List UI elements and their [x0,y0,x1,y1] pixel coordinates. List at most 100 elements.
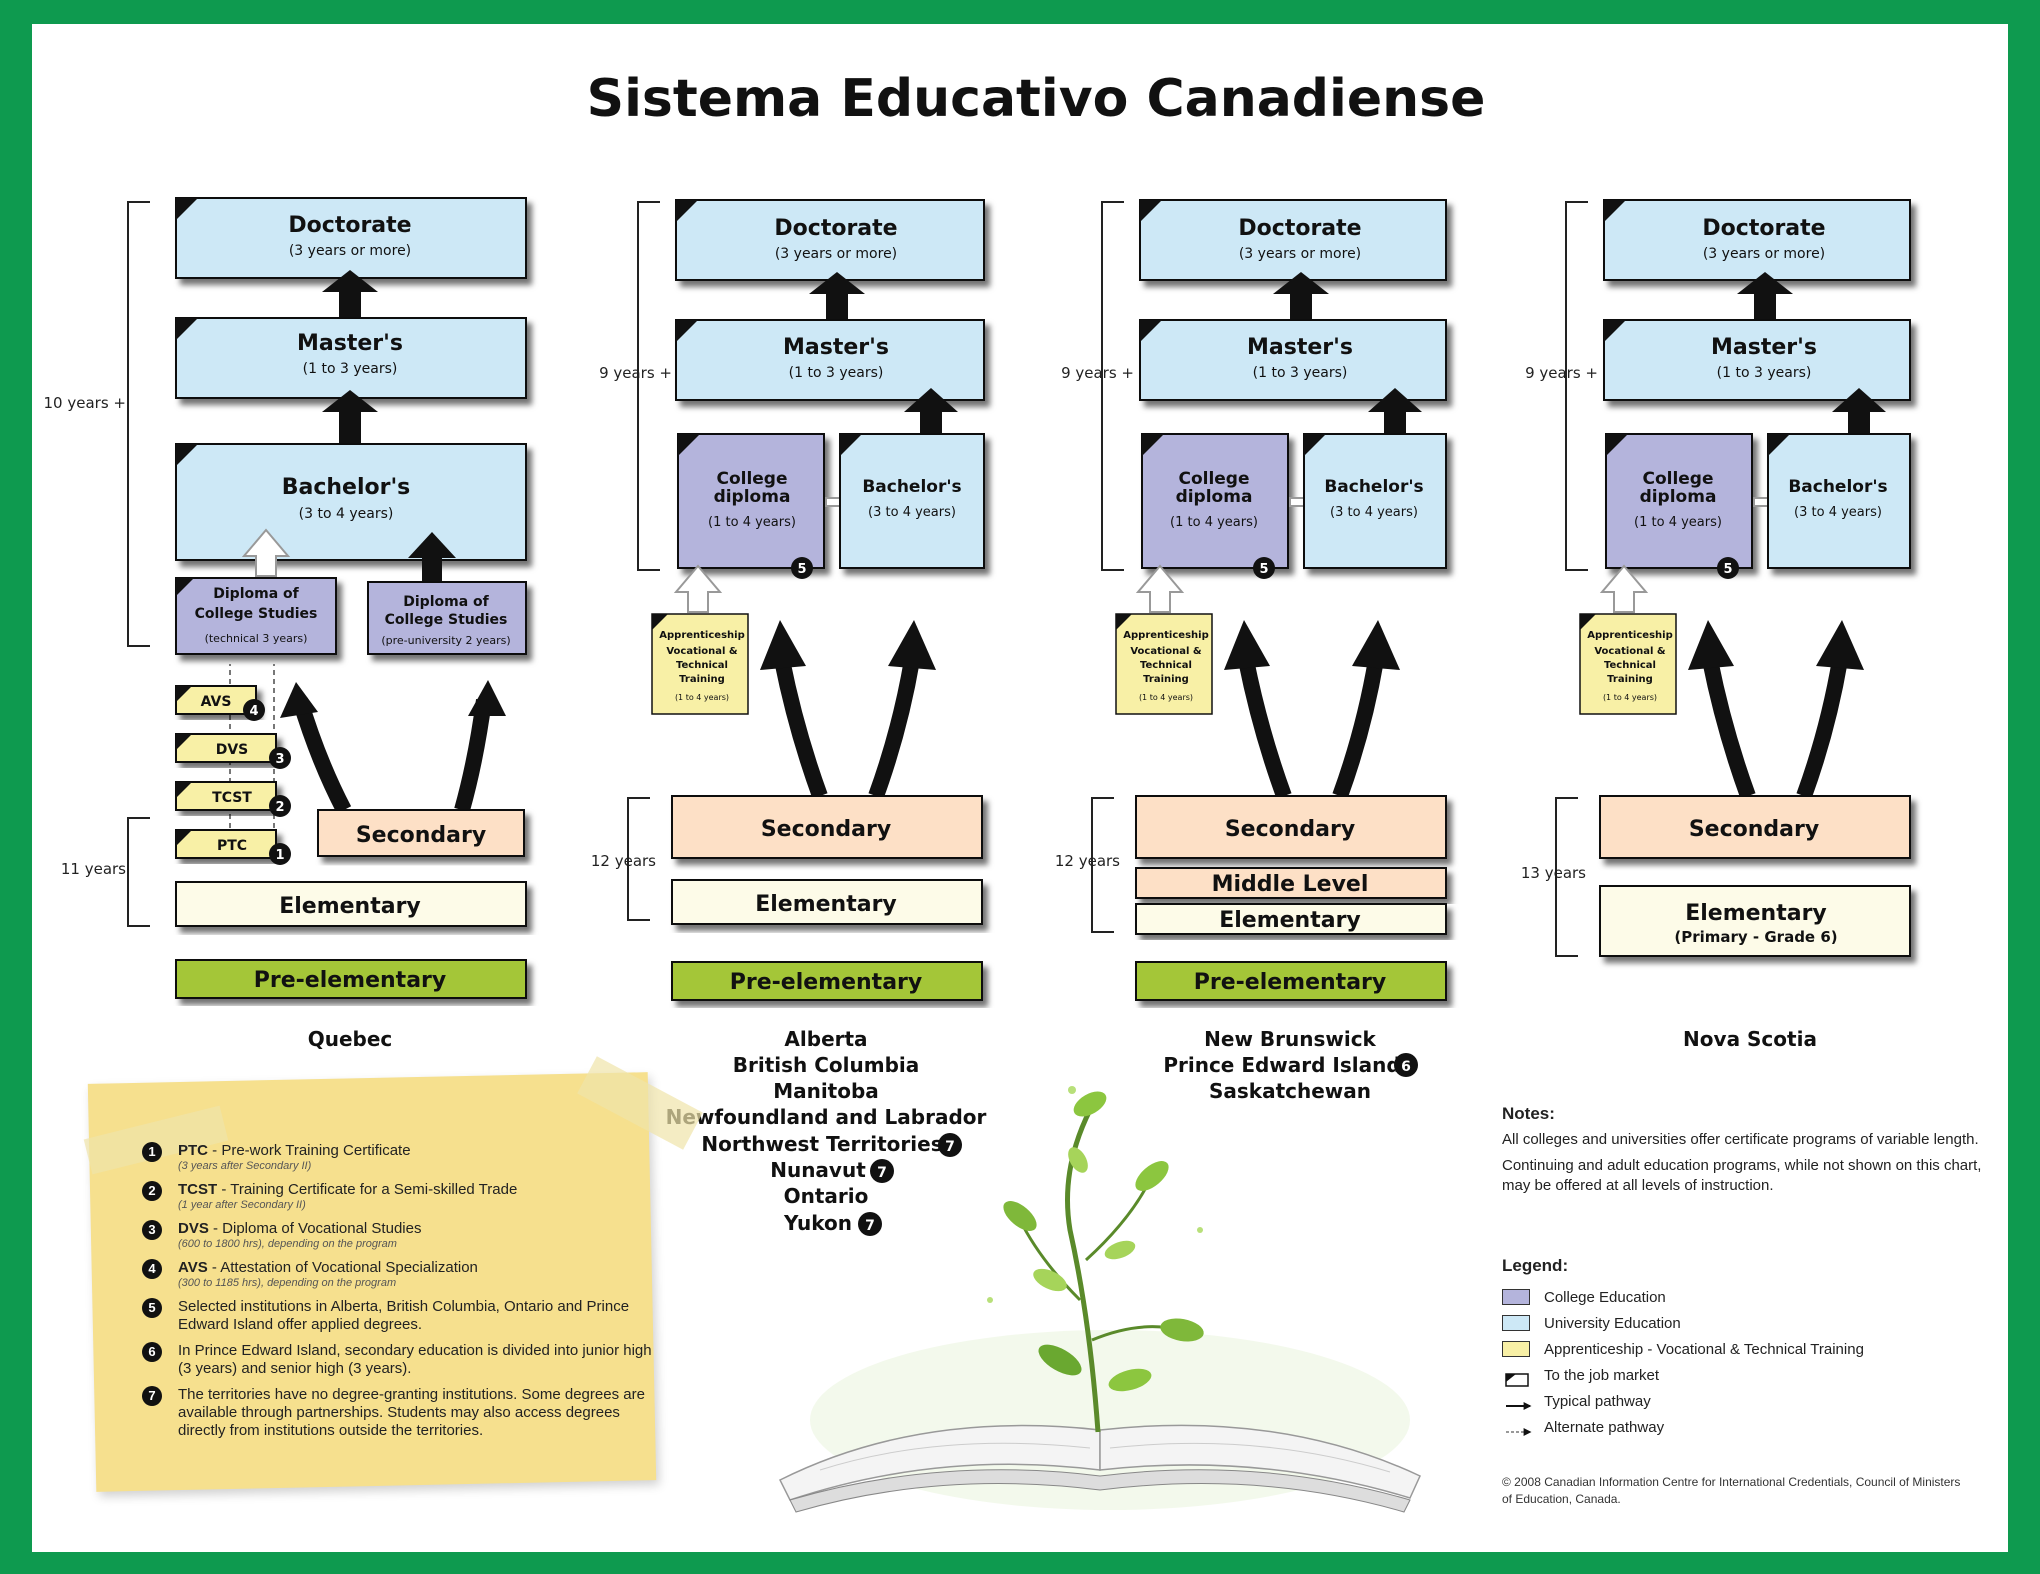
job-market-flag-icon [176,578,194,596]
job-market-flag-icon [676,320,698,342]
footnote-number-badge: 5 [142,1298,162,1318]
typical-pathway-arrow [868,658,920,799]
bracket-upper-nb [1101,201,1124,571]
arrow-shaft [1384,410,1406,438]
appr-line4: Training [679,674,725,685]
dcs-preuni-line2: College Studies [385,612,508,628]
badge-4-text: 4 [249,704,258,719]
bracket-lower-quebec [127,817,150,927]
job-market-flag-icon [1116,614,1132,630]
masters-label: Master's [1711,335,1817,360]
footnote-term: TCST [178,1181,218,1198]
legend-label: Alternate pathway [1544,1418,1665,1436]
bracket-label-ns-upper: 9 years + [1525,364,1598,382]
column-alberta: 9 years + 12 years Doctorate (3 years or… [591,199,987,1236]
college-box-alberta [677,433,825,569]
province-pei: Prince Edward Island [1163,1053,1400,1077]
masters-sub: (1 to 3 years) [1717,365,1812,381]
badge-7-text: 7 [945,1139,955,1155]
doctorate-box-ns [1603,199,1911,281]
legend-label: College Education [1544,1288,1666,1306]
college-line1: College [1178,469,1249,489]
typical-pathway-arrow [1238,658,1292,799]
badge-5-icon [1717,557,1739,579]
legend-swatch [1502,1419,1530,1435]
job-market-flag-icon [1606,434,1628,456]
legend-label: Apprenticeship - Vocational & Technical … [1544,1340,1864,1358]
college-line1: College [716,469,787,489]
arrow-up-icon [1737,272,1793,294]
college-sub: (1 to 4 years) [1634,515,1722,530]
footnote-number-badge: 6 [142,1342,162,1362]
job-market-flag-icon [176,830,192,846]
doctorate-label: Doctorate [774,216,897,241]
arrow-up-icon [280,682,318,718]
bracket-label-ns-lower: 13 years [1521,864,1586,882]
notes-paragraph: All colleges and universities offer cert… [1502,1131,1979,1148]
appr-sub: (1 to 4 years) [1139,693,1193,702]
appr-line1: Apprenticeship [1587,630,1672,641]
job-market-flag-icon [176,444,198,466]
footnote-text: - Pre-work Training Certificate [208,1142,411,1159]
badge-7-icon [938,1133,962,1157]
legend-swatch [1502,1367,1530,1383]
bracket-lower-alberta [627,797,650,921]
job-market-flag-icon [1142,434,1164,456]
middle-level-box-nb [1135,867,1447,899]
footnote-text: - Diploma of Vocational Studies [208,1220,422,1237]
masters-box-quebec [175,317,527,399]
bracket-label-quebec-upper: 10 years + [44,394,126,412]
college-line2: diploma [1176,487,1253,507]
apprenticeship-box-alberta [651,613,749,715]
appr-line3: Technical [1604,660,1656,671]
preelementary-label: Pre-elementary [254,968,446,993]
badge-3-icon [269,747,291,769]
bachelors-sub: (3 to 4 years) [1794,505,1882,520]
dcs-preuni-sub: (pre-university 2 years) [381,634,510,647]
bachelors-label: Bachelor's [1788,477,1887,497]
bracket-label-quebec-lower: 11 years [61,860,126,878]
footnote-text: - Attestation of Vocational Specializati… [207,1259,478,1276]
province-nunavut: Nunavut [770,1158,866,1182]
job-market-flag-icon [1580,614,1596,630]
bachelors-label: Bachelor's [282,475,411,500]
elementary-sub-ns: (Primary - Grade 6) [1674,928,1837,946]
badge-7-icon [858,1212,882,1236]
legend-swatch [1502,1315,1530,1331]
badge-7-text: 7 [865,1218,875,1234]
elementary-box-alberta [671,879,983,925]
notes-paragraph: Continuing and adult education programs,… [1502,1157,1982,1194]
secondary-box-nb [1135,795,1447,859]
badge-1-text: 1 [275,848,284,863]
middle-level-label: Middle Level [1212,872,1369,897]
doctorate-sub: (3 years or more) [1239,246,1361,262]
legend-item: Apprenticeship - Vocational & Technical … [1502,1336,1864,1362]
arrow-up-icon [1224,620,1270,670]
college-line2: diploma [714,487,791,507]
legend-heading: Legend: [1502,1256,1569,1275]
bachelors-label: Bachelor's [862,477,961,497]
badge-5-text: 5 [797,562,806,577]
bachelors-box-nb [1303,433,1447,569]
arrow-shaft [339,410,361,446]
arrow-up-icon [1688,620,1734,670]
footnote-sub: (1 year after Secondary II) [178,1199,306,1211]
elementary-box-ns [1599,885,1911,957]
avs-box [175,685,257,715]
preelementary-label: Pre-elementary [1194,970,1386,995]
arrow-shaft [1754,292,1776,322]
job-market-flag-icon [1140,200,1162,222]
legend-item: Alternate pathway [1502,1414,1864,1440]
province-nl: Newfoundland and Labrador [666,1105,987,1129]
arrow-up-icon [760,620,806,670]
notes-section: Notes: All colleges and universities off… [1502,1104,1982,1202]
secondary-box-quebec [317,809,525,857]
apprenticeship-box-nb [1115,613,1213,715]
bracket-lower-ns [1555,797,1578,957]
footnote-text: In Prince Edward Island, secondary educa… [178,1342,652,1377]
notes-heading: Notes: [1502,1104,1555,1123]
badge-6-icon [1394,1053,1418,1077]
